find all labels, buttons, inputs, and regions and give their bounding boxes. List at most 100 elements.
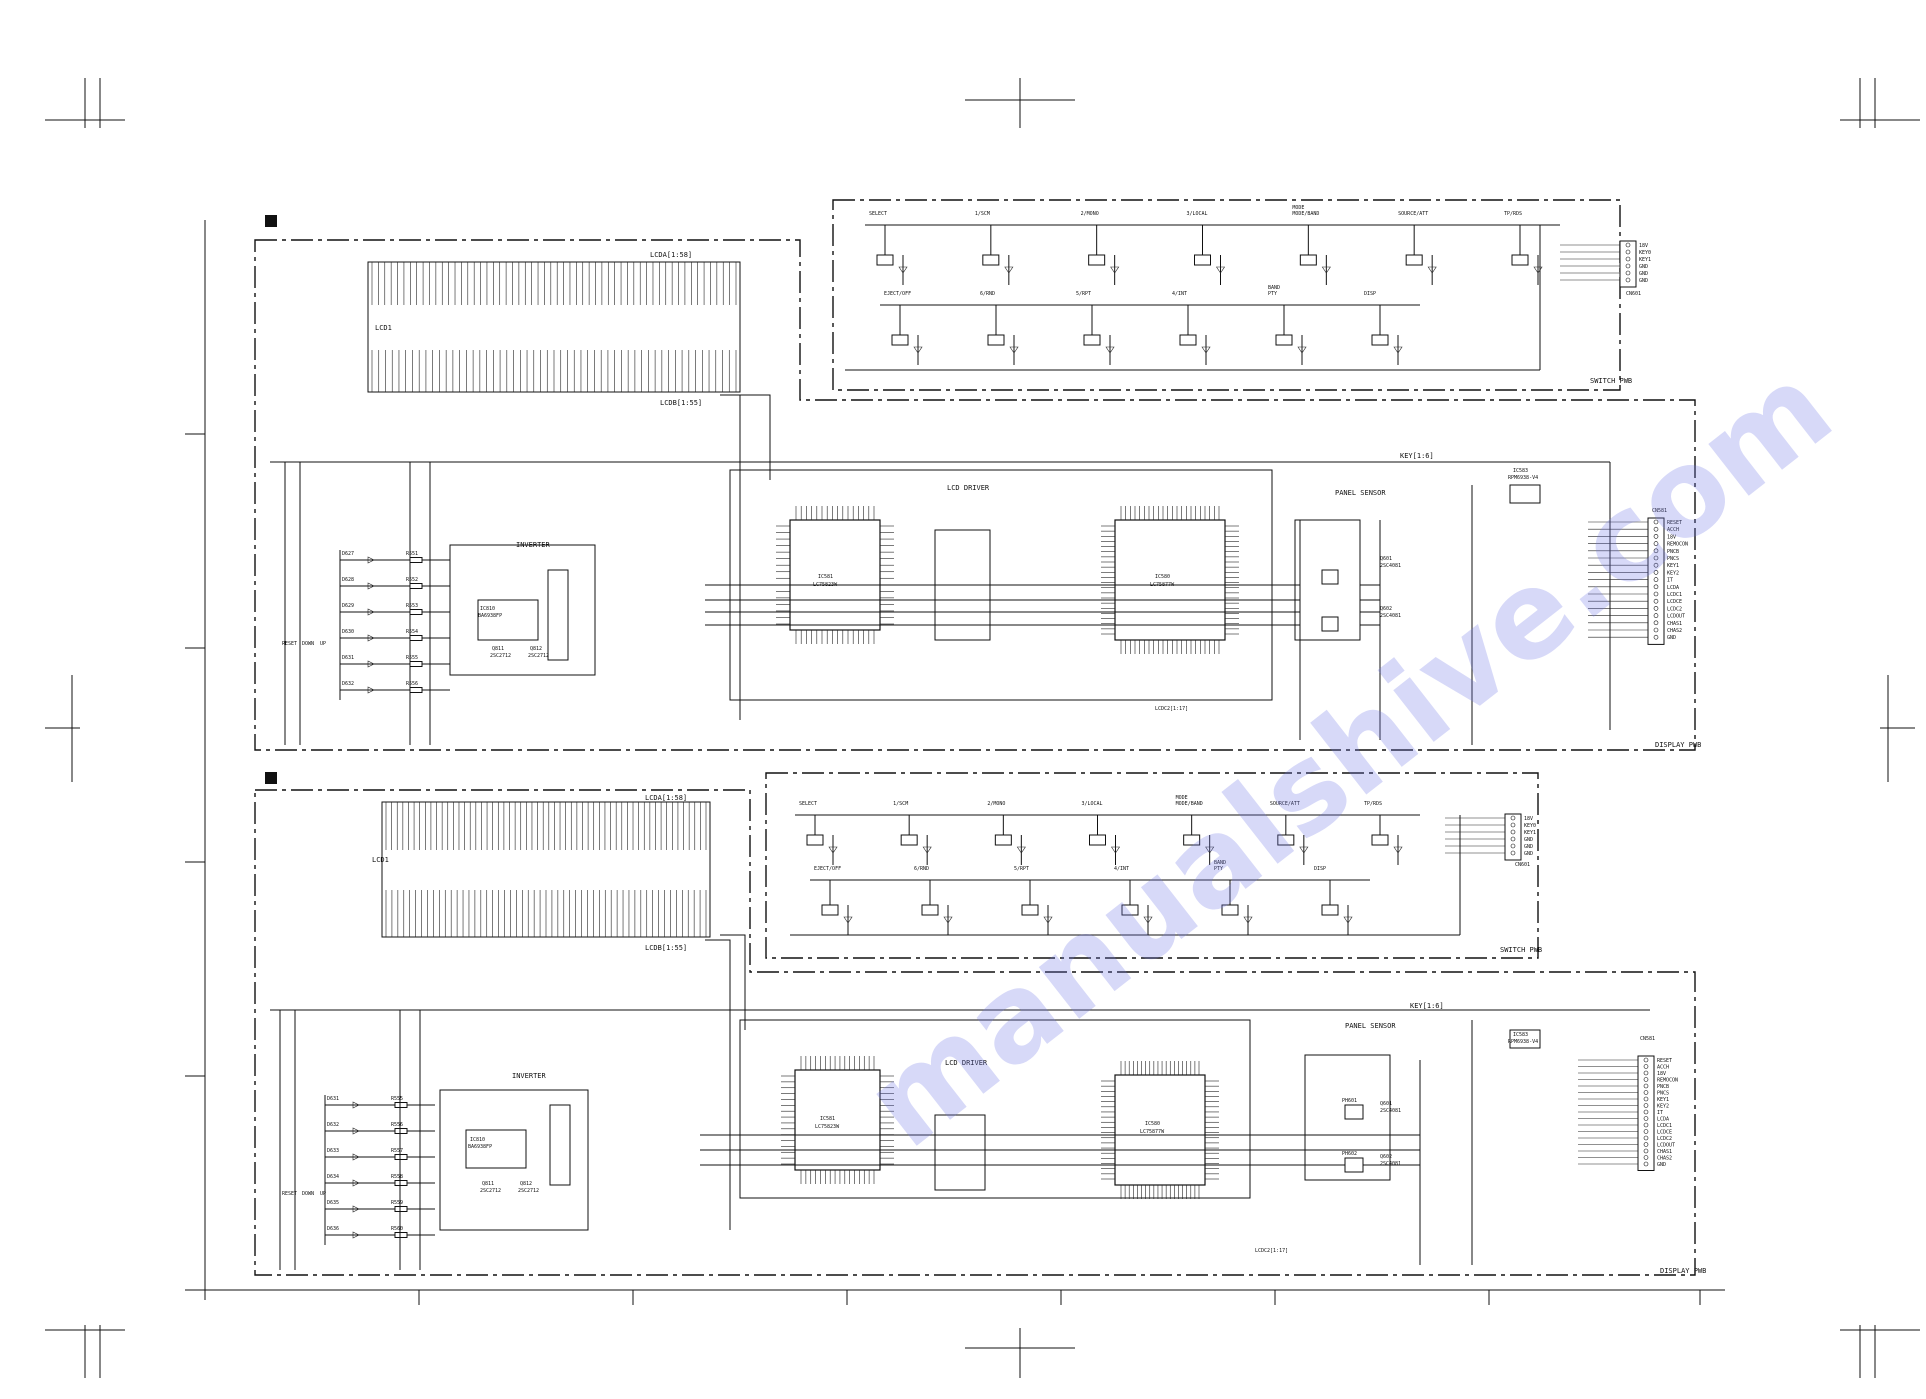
led-ref: D633 [327,1148,339,1154]
key-bus-top: KEY[1:6] [1400,452,1434,460]
q-label: Q601 [1380,556,1392,562]
led-ref: D635 [327,1200,339,1206]
lcd-bus-b-bottom: LCDB[1:55] [645,944,687,952]
ic580-part-bottom: LC75877W [1140,1129,1165,1135]
q-label: 2SC2712 [480,1188,501,1194]
ic-label: IC810 [480,606,495,612]
switch-label: EJECT/OFF [814,866,841,872]
connector-ref-top: CN581 [1652,508,1667,514]
resistor-ref: R553 [406,603,418,609]
ic580-ref-bottom: IC580 [1145,1121,1160,1127]
sheet-frame [185,220,1725,1305]
connector-pin: KEY1 [1667,563,1679,569]
section-marker-bottom [265,772,277,784]
lcd-bus-c-top: LCDC2[1:17] [1155,706,1188,712]
connector-pin: LCDOUT [1667,614,1685,620]
q-label: Q811 [482,1181,494,1187]
ic583-part-top: RPM6938-V4 [1508,475,1538,481]
switch-label: 1/SCM [975,211,990,217]
switch-label: TP/RDS [1504,211,1522,217]
ic-pin-fans [776,506,1239,1199]
up-label: UP [320,1191,326,1197]
panel-sensor-bottom [1344,1104,1364,1173]
connector-pin: GND [1524,844,1533,850]
switch-label: 6/RND [980,291,995,297]
led-ref: D628 [342,577,354,583]
ic583-bottom [1509,1029,1541,1049]
q-label: 2SC2712 [490,653,511,659]
connector-sw-ref: CN601 [1515,862,1530,868]
panel-sensor-top [1299,519,1361,641]
resistor-ref: R556 [391,1122,403,1128]
resistor-ref: R557 [391,1148,403,1154]
watermark: manualshive.com [841,338,1857,1174]
connector-pin: LCDC1 [1657,1123,1672,1129]
connector-pin: KEY1 [1657,1097,1669,1103]
lcd-driver-title-bottom: LCD DRIVER [945,1059,988,1067]
connector-pin: PNCB [1667,549,1679,555]
switch-label: 2/MONO [1081,211,1099,217]
resistor-ref: R552 [406,577,418,583]
connector-pin: GND [1639,264,1648,270]
connector-pin: KEY2 [1667,570,1679,576]
resistor-ref: R560 [391,1226,403,1232]
connector-pin: PNCS [1667,556,1679,562]
connector-pin: ACCH [1667,527,1679,533]
q-label: Q601 [1380,1101,1392,1107]
switch-label: DISP [1364,291,1376,297]
connector-ref-bottom: CN581 [1640,1036,1655,1042]
connector-pin: KEY2 [1657,1104,1669,1110]
connector-pin: PNCB [1657,1084,1669,1090]
connector-pin: LCDC1 [1667,592,1682,598]
inverter-bottom [439,1089,589,1231]
switch-label: MODE/BAND [1292,211,1319,217]
q-label: 2SC4081 [1380,613,1401,619]
lcd-bus-a-bottom: LCDA[1:58] [645,794,687,802]
driver-region-bottom [739,1019,1391,1199]
q-label: 2SC2712 [518,1188,539,1194]
connector-pin: LCDA [1667,585,1679,591]
connector-pin: LCDA [1657,1117,1669,1123]
down-label: DOWN [302,641,314,647]
q-label: Q812 [530,646,542,652]
connector-pin: GND [1639,278,1648,284]
connector-pin: CHAS1 [1667,621,1682,627]
lcd-bottom [381,801,711,938]
switch-label: PTY [1268,291,1277,297]
switch-label: 5/RPT [1076,291,1091,297]
led-ref: D634 [327,1174,339,1180]
connectors: RESETACCH18VREMOCONPNCBPNCSKEY1KEY2ITLCD… [1445,240,1688,1171]
lcd-bus-c-bottom: LCDC2[1:17] [1255,1248,1288,1254]
connector-pin: 18V [1524,816,1533,822]
q-label: 2SC2712 [528,653,549,659]
switch-label: 4/INT [1114,866,1129,872]
connector-pin: IT [1667,578,1673,584]
switch-label: SELECT [799,801,817,807]
connector-pin: KEY1 [1639,257,1651,263]
key-bus-bottom: KEY[1:6] [1410,1002,1444,1010]
lcd-driver-title-top: LCD DRIVER [947,484,990,492]
ic-label: IC810 [470,1137,485,1143]
led-ref: D629 [342,603,354,609]
connector-pin: LCDCE [1657,1130,1672,1136]
down-label: DOWN [302,1191,314,1197]
switch-pwb-title-top: SWITCH PWB [1590,377,1632,385]
resistor-ref: R551 [406,551,418,557]
connector-pin: 18V [1657,1071,1666,1077]
connector-pin: CHAS2 [1667,628,1682,634]
resistor-ref: R558 [391,1174,403,1180]
connector-pin: RESET [1657,1058,1672,1064]
switch-label: 1/SCM [893,801,908,807]
ic581-ref-bottom: IC581 [820,1116,835,1122]
q-label: 2SC4081 [1380,563,1401,569]
ic581-part-top: LC75823W [813,582,838,588]
connector-pin: LCDC2 [1667,606,1682,612]
connector-pin: PNCS [1657,1091,1669,1097]
switch-label: 3/LOCAL [1187,211,1208,217]
connector-sw-ref: CN601 [1626,291,1641,297]
connector-pin: GND [1639,271,1648,277]
switch-label: MODE [1292,205,1304,211]
connector-pin: IT [1657,1110,1663,1116]
